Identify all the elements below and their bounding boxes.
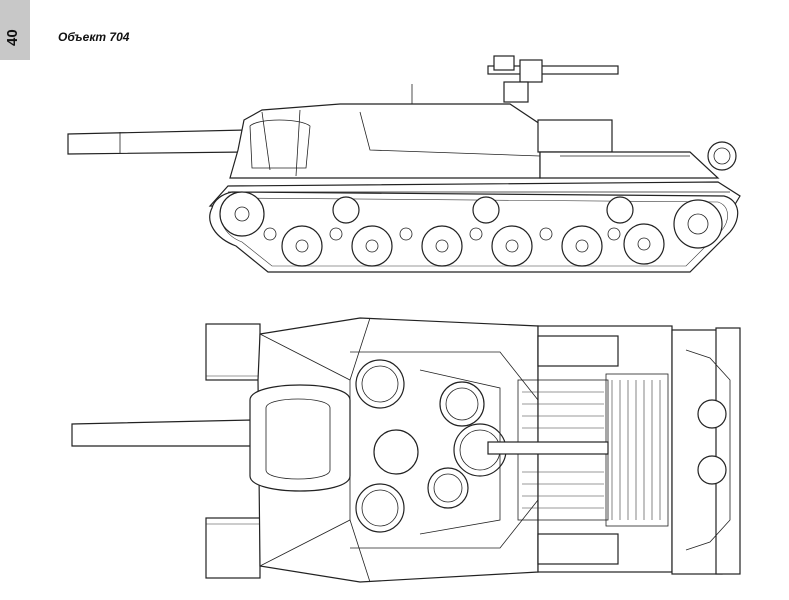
top-engine-deck: [487, 325, 673, 573]
top-gun-mantlet: [249, 384, 351, 492]
side-engine-deck: [537, 119, 737, 179]
side-road-wheels: [219, 191, 723, 267]
top-track-left: [205, 323, 261, 579]
side-gun-barrel: [67, 129, 247, 155]
side-superstructure: [229, 103, 541, 179]
figure-caption: Объект 704: [58, 30, 130, 44]
top-gun-barrel: [71, 419, 253, 447]
top-rear-section: [671, 327, 741, 575]
page-number-tab: [0, 0, 30, 60]
side-machine-gun: [411, 55, 619, 104]
